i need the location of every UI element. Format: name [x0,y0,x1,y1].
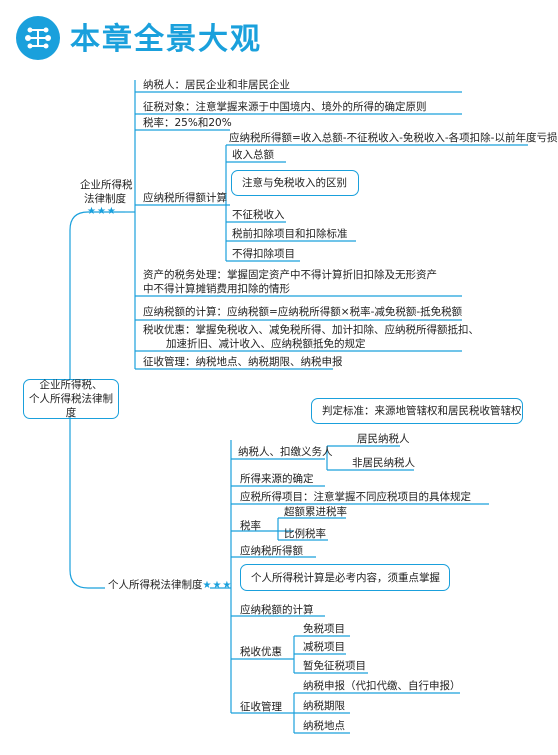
personal-preference: 税收优惠 [240,646,282,658]
personal-taxable-items: 应税所得项目：注意掌握不同应税项目的具体规定 [240,491,471,503]
corp-non-taxable-income: 不征税收入 [232,209,285,221]
callout-must-test: 个人所得税计算是必考内容，须重点掌握 [240,564,450,591]
personal-taxpayer: 纳税人、扣缴义务人 [238,446,333,458]
corp-taxable-income-calc: 应纳税所得额计算 [143,192,227,204]
corp-preference-1: 税收优惠：掌握免税收入、减免税所得、加计扣除、应纳税所得额抵扣、 [143,324,479,336]
corp-asset-treatment-1: 资产的税务处理：掌握固定资产中不得计算折旧扣除及无形资产 [143,269,437,281]
personal-branch-title: 个人所得税法律制度★★★ [108,578,232,593]
page-title: 本章全景大观 [70,22,262,57]
personal-progressive-rate: 超额累进税率 [284,506,347,518]
corp-tax-payable-calc: 应纳税额的计算：应纳税额=应纳税所得额×税率-减免税额-抵免税额 [143,306,463,318]
corp-branch-title-2: 法律制度 [84,193,126,205]
corp-tax-object: 征税对象：注意掌握来源于中国境内、境外的所得的确定原则 [143,101,427,113]
personal-tax-rate: 税率 [240,520,261,532]
callout-difference-note: 注意与免税收入的区别 [231,170,359,196]
corp-non-deductible-items: 不得扣除项目 [232,248,295,260]
personal-reduced-items: 减税项目 [303,641,345,653]
callout-judgment-text: 判定标准：来源地管辖权和居民税收管辖权 [322,405,522,417]
personal-nonresident: 非居民纳税人 [352,457,415,469]
personal-branch-title-text: 个人所得税法律制度 [108,579,203,591]
corp-taxable-formula: 应纳税所得额=收入总额-不征税收入-免税收入-各项扣除-以前年度亏损 [229,132,558,144]
corp-branch-title-1: 企业所得税 [80,179,133,191]
corp-total-income: 收入总额 [232,149,274,161]
personal-income-source: 所得来源的确定 [240,473,314,485]
personal-tax-payable-calc: 应纳税额的计算 [240,604,314,616]
corp-administration: 征收管理：纳税地点、纳税期限、纳税申报 [143,356,343,368]
personal-tax-period: 纳税期限 [303,700,345,712]
callout-difference-text: 注意与免税收入的区别 [242,177,347,189]
personal-taxable-income: 应纳税所得额 [240,545,303,557]
root-line-2: 个人所得税法律制度 [29,393,113,419]
personal-tax-place: 纳税地点 [303,720,345,732]
root-line-1: 企业所得税、 [39,379,103,391]
personal-importance-stars: ★★★ [202,580,233,591]
corp-tax-rate: 税率：25%和20% [143,117,232,129]
personal-exempt-items: 免税项目 [303,623,345,635]
corp-deduction-items: 税前扣除项目和扣除标准 [232,228,348,240]
corp-importance-stars: ★★★ [87,206,117,217]
corp-taxpayer: 纳税人：居民企业和非居民企业 [143,79,290,91]
personal-temp-exempt-items: 暂免征税项目 [303,660,366,672]
personal-proportional-rate: 比例税率 [284,528,326,540]
personal-resident: 居民纳税人 [357,433,410,445]
callout-judgment-standard: 判定标准：来源地管辖权和居民税收管辖权 [311,398,523,424]
personal-administration: 征收管理 [240,701,282,713]
personal-tax-filing: 纳税申报（代扣代缴、自行申报） [303,680,461,692]
network-nodes-icon [16,16,60,60]
corp-preference-2: 加速折旧、减计收入、应纳税额抵免的规定 [166,338,366,350]
callout-must-test-text: 个人所得税计算是必考内容，须重点掌握 [251,571,440,584]
corp-asset-treatment-2: 中不得计算摊销费用扣除的情形 [143,283,290,295]
root-node: 企业所得税、 个人所得税法律制度 [23,379,119,419]
